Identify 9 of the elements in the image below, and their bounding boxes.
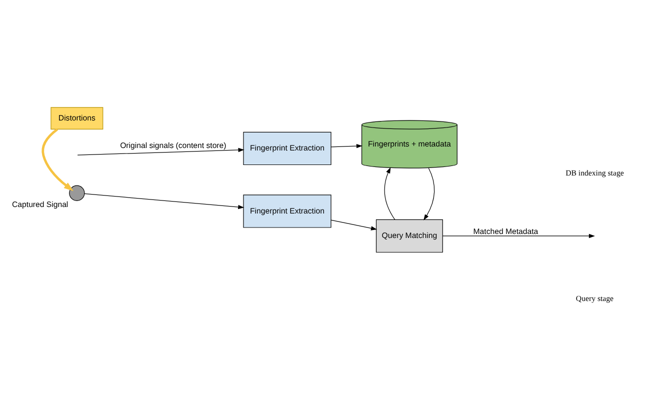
- arrow: [77, 147, 244, 155]
- node-circle: [69, 184, 85, 200]
- arrow: [330, 219, 378, 230]
- arrow: [442, 233, 595, 238]
- arrow: [84, 192, 244, 209]
- arrow: [42, 128, 74, 191]
- arrow: [424, 167, 435, 220]
- arrow: [384, 166, 396, 220]
- arrow: [330, 143, 362, 148]
